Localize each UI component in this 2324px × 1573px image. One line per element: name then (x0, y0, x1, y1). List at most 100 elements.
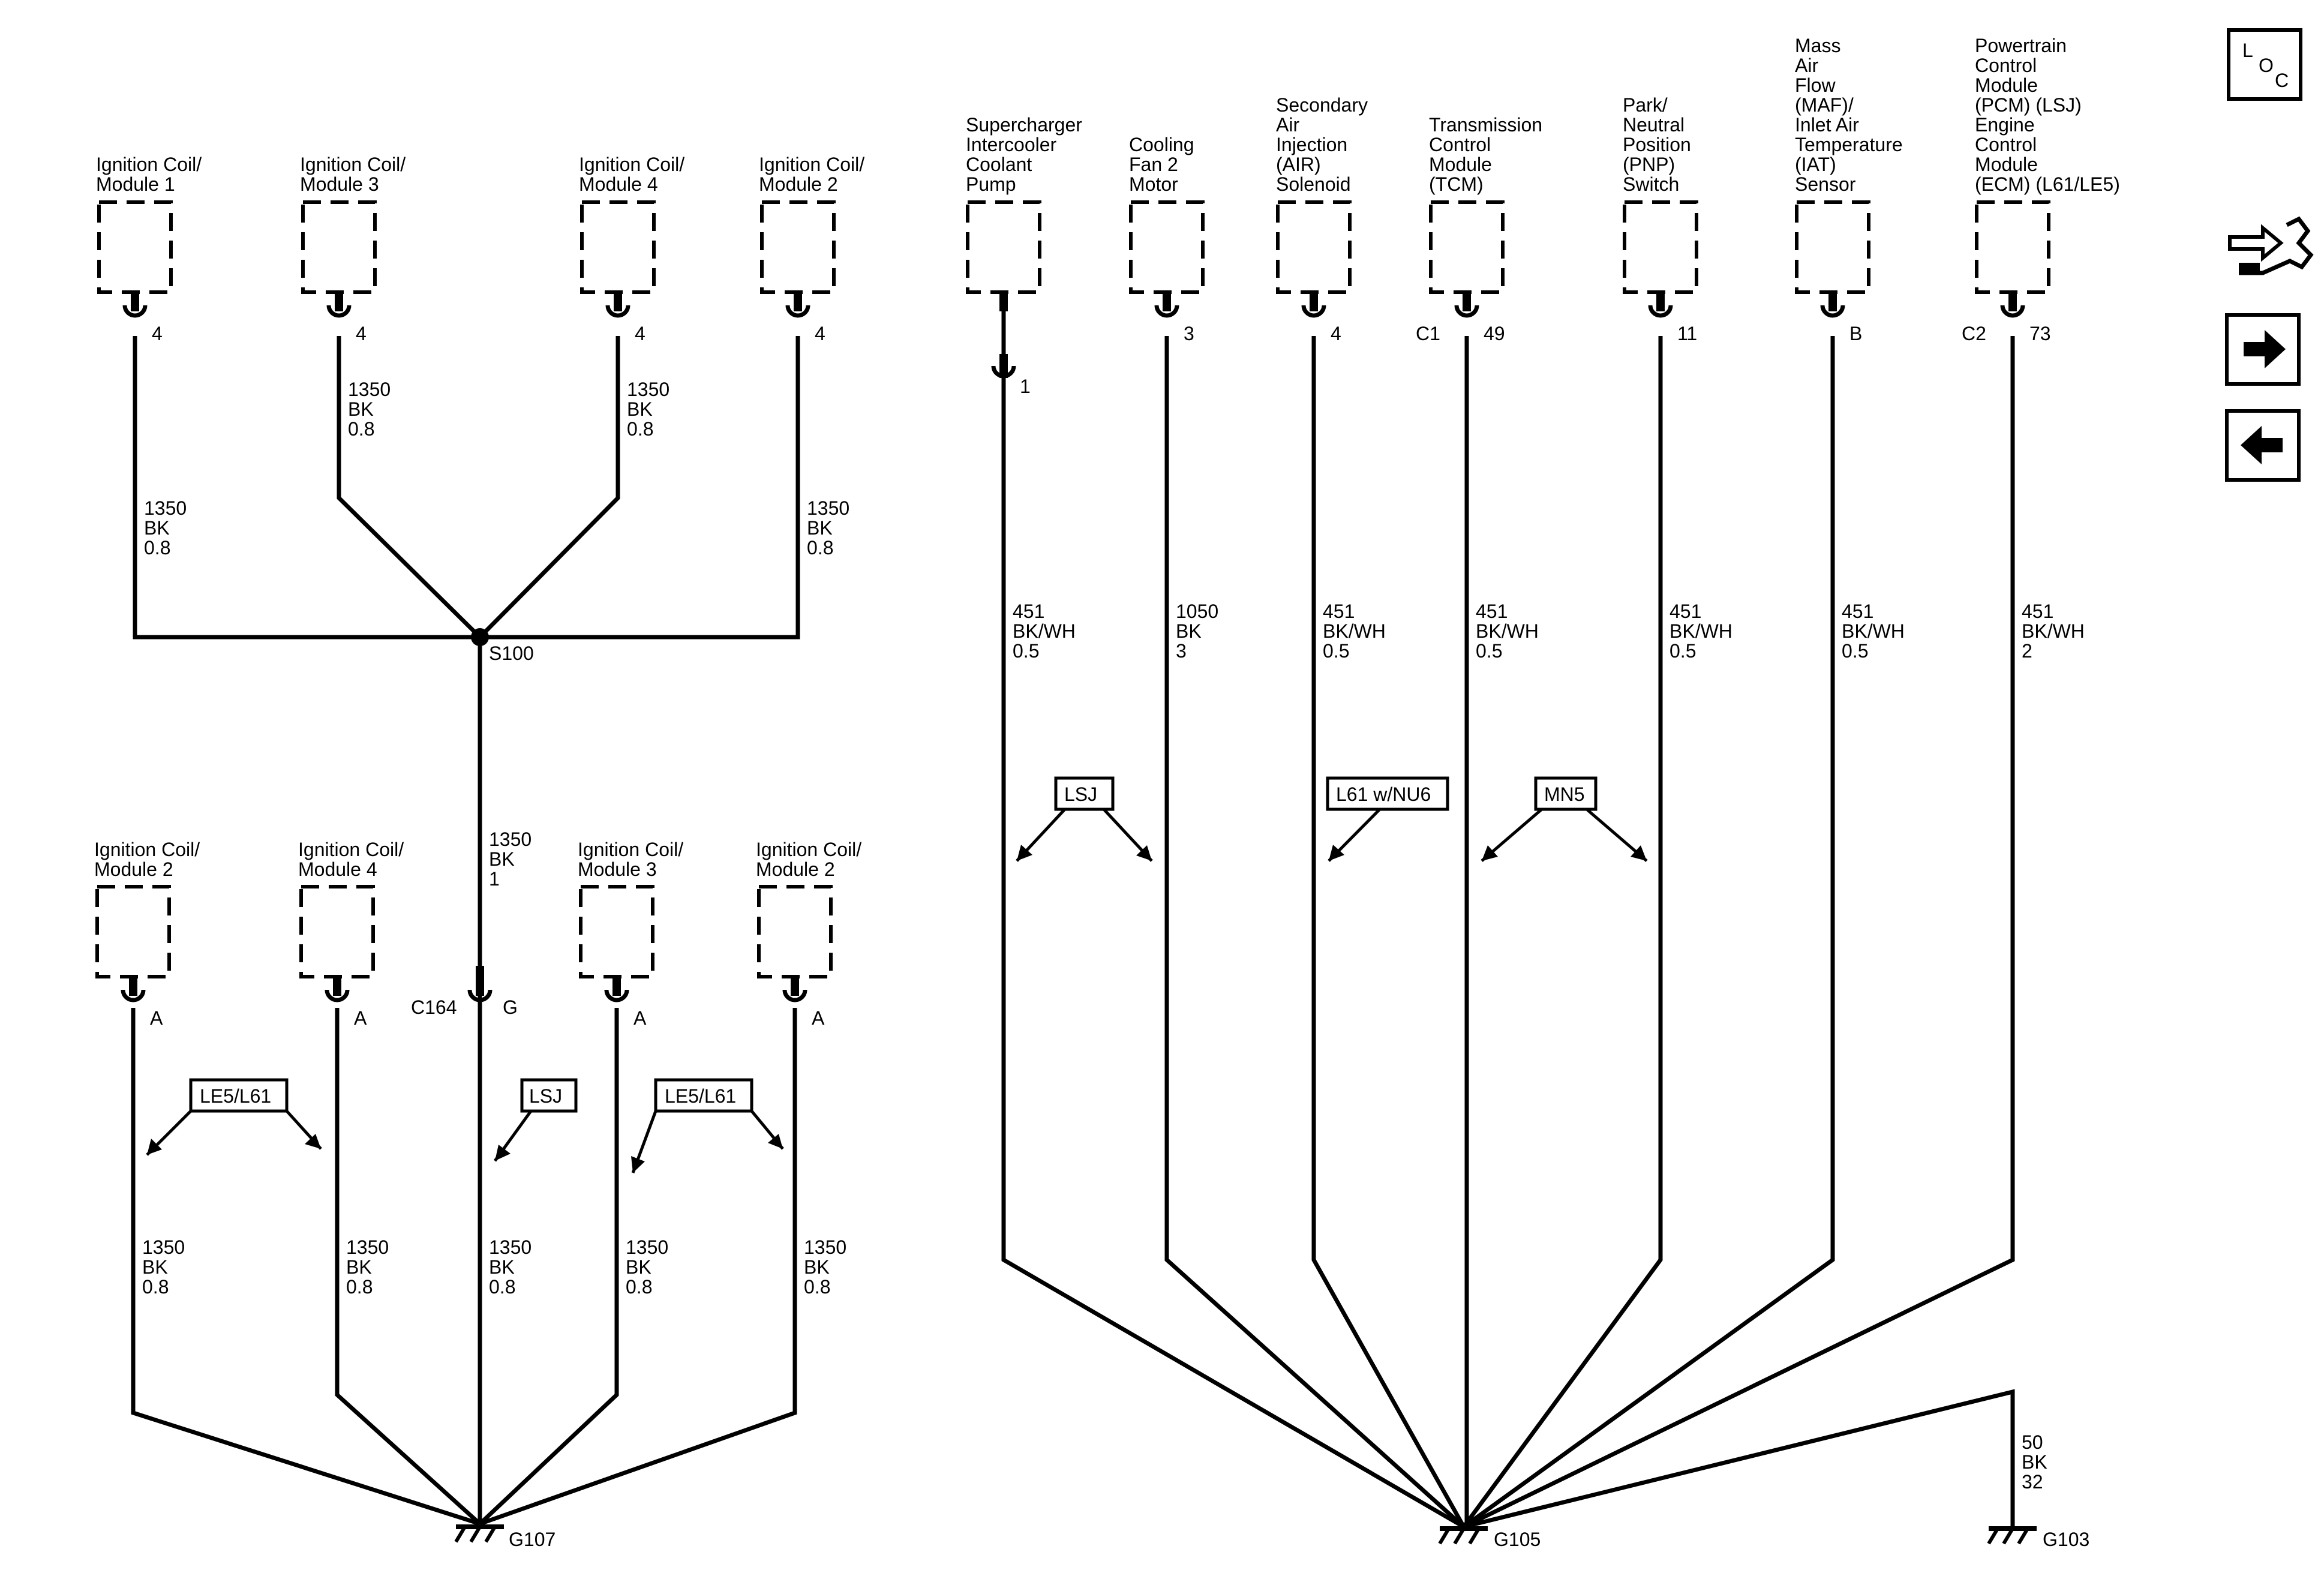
svg-text:L61 w/NU6: L61 w/NU6 (1336, 784, 1431, 805)
component-box (966, 200, 1041, 294)
wire-label: 1350 (626, 1236, 668, 1258)
loc-button[interactable]: L O C (2227, 28, 2302, 101)
component-right-5: Park/NeutralPosition(PNP)Switch11451BK/W… (1623, 94, 1733, 662)
svg-text:1350: 1350 (489, 1236, 532, 1258)
option-arrows-left (146, 1110, 784, 1173)
wire-label: BK (804, 1256, 830, 1278)
connector-wrench-icon[interactable] (2228, 216, 2314, 275)
wire-label: 1350 (804, 1236, 846, 1258)
wire-label: BK/WH (1323, 620, 1386, 642)
component-name-line: (TCM) (1429, 173, 1484, 195)
component-box (1276, 200, 1352, 294)
option-box-le5-l61-left[interactable]: LE5/L61 (189, 1078, 289, 1113)
wire-label: BK (627, 398, 653, 420)
pin-label: 49 (1484, 323, 1505, 344)
loc-letter-l: L (2242, 40, 2253, 61)
terminal-socket (1154, 305, 1179, 318)
wire-label: 451 (1670, 601, 1701, 622)
wire-label: 1350 (348, 379, 391, 400)
component-name-line: Control (1975, 55, 2037, 76)
wire-label: BK (346, 1256, 372, 1278)
arrow-right-icon[interactable] (2225, 313, 2301, 386)
pin-label: 4 (1331, 323, 1341, 344)
pin-label: B (1849, 323, 1862, 344)
component-box (299, 885, 375, 978)
arrow-left-icon[interactable] (2225, 409, 2301, 482)
component-name-line: Transmission (1429, 114, 1542, 136)
terminal-socket (785, 305, 810, 318)
svg-text:BK: BK (489, 848, 515, 870)
component-name-line: (PCM) (LSJ) (1975, 94, 2082, 116)
component-right-4: TransmissionControlModule(TCM)49C1451BK/… (1416, 114, 1542, 662)
pin-label: 1 (1020, 376, 1031, 397)
terminal-socket (1301, 305, 1326, 318)
terminal-socket (1648, 305, 1673, 318)
wire-label: BK/WH (2022, 620, 2085, 642)
terminal-socket (1820, 305, 1845, 318)
component-box (1975, 200, 2050, 294)
svg-text:BK: BK (2022, 1451, 2047, 1473)
wire-label: 1350 (144, 497, 187, 519)
terminal-socket (326, 305, 352, 318)
wire-label: BK (144, 517, 170, 539)
svg-text:LSJ: LSJ (529, 1085, 562, 1107)
svg-text:LSJ: LSJ (1064, 784, 1097, 805)
wire-label: 1350 (807, 497, 849, 519)
component-name-line: Ignition Coil/ (300, 154, 406, 175)
component-name-line: Sensor (1795, 173, 1856, 195)
component-name-line: Powertrain (1975, 35, 2067, 56)
component-name-line: Module 2 (759, 173, 838, 195)
terminal-socket (604, 989, 629, 1002)
component-name-line: Ignition Coil/ (578, 839, 683, 860)
component-name-line: Inlet Air (1795, 114, 1859, 136)
option-box-l61-nu6[interactable]: L61 w/NU6 (1326, 776, 1449, 811)
pin-label: 4 (152, 323, 163, 344)
component-name-line: Motor (1129, 173, 1178, 195)
component-name-line: Supercharger (966, 114, 1082, 136)
wire-label: 451 (1323, 601, 1355, 622)
component-name-line: Mass (1795, 35, 1840, 56)
ground-link-wire-label: 50 BK 32 (2022, 1431, 2047, 1493)
wire-label: 0.5 (1323, 640, 1349, 662)
component-name-line: Flow (1795, 74, 1836, 96)
wire-label: 0.8 (807, 537, 833, 559)
wire-label: 0.8 (627, 418, 653, 440)
option-box-lsj-right[interactable]: LSJ (1054, 776, 1115, 811)
component-name-line: Module 3 (300, 173, 379, 195)
option-box-le5-l61-right[interactable]: LE5/L61 (654, 1078, 753, 1113)
terminal-socket (121, 989, 146, 1002)
svg-text:50: 50 (2022, 1431, 2043, 1453)
component-name-line: Module 1 (96, 173, 175, 195)
wire-label: 0.8 (144, 537, 170, 559)
component-box (757, 885, 833, 978)
component-name-line: Intercooler (966, 134, 1057, 155)
component-name-line: Park/ (1623, 94, 1668, 116)
component-name-line: Position (1623, 134, 1691, 155)
component-box (1129, 200, 1205, 294)
pin-label: A (633, 1007, 647, 1029)
option-box-mn5[interactable]: MN5 (1534, 776, 1598, 811)
component-box (97, 200, 173, 294)
wire-label: BK/WH (1013, 620, 1076, 642)
component-name-line: Fan 2 (1129, 154, 1178, 175)
loc-letter-o: O (2259, 55, 2274, 76)
pin-label: 11 (1677, 323, 1697, 344)
component-name-line: Pump (966, 173, 1016, 195)
component-name-line: Injection (1276, 134, 1347, 155)
option-box-lsj-left[interactable]: LSJ (520, 1078, 578, 1113)
pin-label: A (150, 1007, 163, 1029)
wire-label: BK (626, 1256, 651, 1278)
terminal-socket (605, 305, 630, 318)
component-name-line: Module 4 (579, 173, 658, 195)
option-arrows-right (1016, 808, 1648, 862)
svg-text:1: 1 (489, 868, 500, 890)
component-name-line: Module 2 (756, 858, 835, 880)
loc-letter-c: C (2275, 70, 2289, 91)
connector-pin: G (503, 996, 518, 1018)
